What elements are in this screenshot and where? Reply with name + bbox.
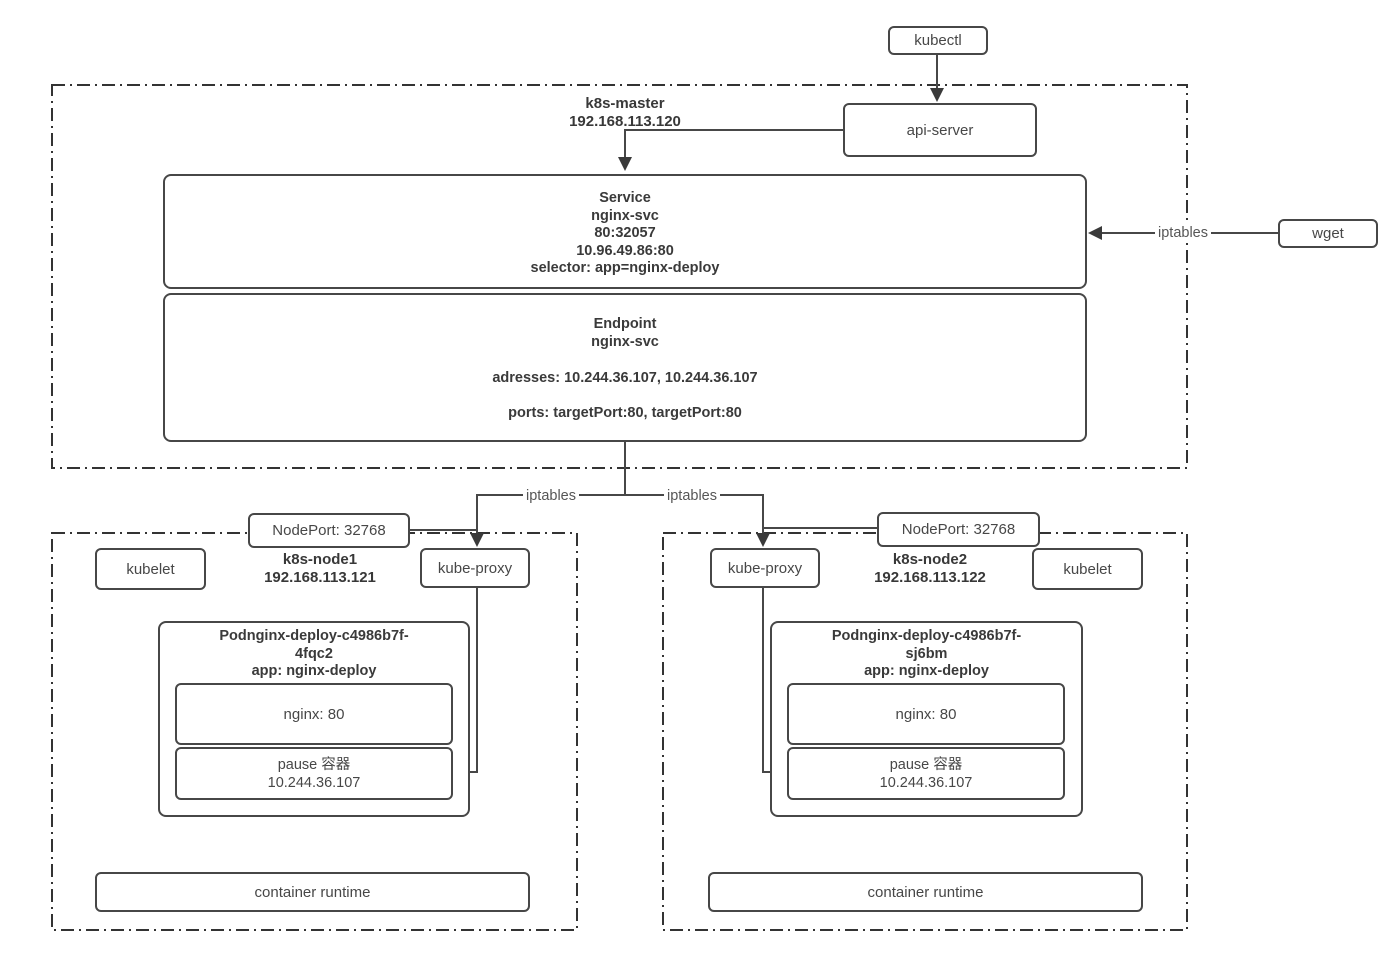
arrowhead-kubeproxy1 [470,533,484,547]
service-name: nginx-svc [591,207,659,224]
node2-pause-container-box: pause 容器 10.244.36.107 [787,747,1065,800]
node2-nginx-container-box: nginx: 80 [787,683,1065,745]
proxy2-to-pause-line [762,588,772,773]
node1-pod-title-line3: app: nginx-deploy [251,663,377,679]
wget-label: wget [1312,225,1344,242]
node2-title: k8s-node2 192.168.113.122 [850,551,1010,587]
node1-nodeport-label: NodePort: 32768 [272,522,386,539]
node2-pod-title-line1: Podnginx-deploy-c4986b7f- [831,628,1022,644]
node2-nodeport-box: NodePort: 32768 [877,512,1040,547]
node1-title: k8s-node1 192.168.113.121 [240,551,400,587]
arrowhead-kubectl [930,88,944,102]
node2-name: k8s-node2 [892,551,968,568]
iptables-right-label: iptables [664,488,720,504]
node1-nginx-label: nginx: 80 [283,705,345,723]
api-server-label: api-server [906,121,974,139]
arrowhead-service [618,157,632,171]
node2-ip: 192.168.113.122 [874,569,986,586]
endpoint-title: Endpoint [593,316,657,332]
master-title: k8s-master 192.168.113.120 [545,95,705,131]
service-port-mapping: 80:32057 [594,225,656,241]
node2-kube-proxy-label: kube-proxy [727,559,803,577]
node2-pod-title-line2: sj6bm [905,645,948,662]
arrow-apiserver-to-service [624,129,843,158]
service-box: Service nginx-svc 80:32057 10.96.49.86:8… [163,174,1087,289]
node1-name: k8s-node1 [282,551,358,568]
endpoint-box: Endpoint nginx-svc adresses: 10.244.36.1… [163,293,1087,442]
node2-container-runtime-box: container runtime [708,872,1143,912]
arrowhead-wget [1088,226,1102,240]
iptables-left-label: iptables [523,488,579,504]
node1-kube-proxy-label: kube-proxy [437,559,513,577]
node2-container-runtime-label: container runtime [867,883,984,901]
node1-container-runtime-label: container runtime [254,883,371,901]
node1-nodeport-box: NodePort: 32768 [248,513,410,548]
node1-ip: 192.168.113.121 [264,569,376,586]
node1-nginx-container-box: nginx: 80 [175,683,453,745]
node2-pause-ip: 10.244.36.107 [879,774,973,791]
arrowhead-kubeproxy2 [756,533,770,547]
service-title: Service [599,190,651,206]
node2-kubelet-label: kubelet [1063,560,1112,578]
service-cluster-ip: 10.96.49.86:80 [576,242,674,259]
iptables-wget-label: iptables [1155,225,1211,241]
node1-pause-container-box: pause 容器 10.244.36.107 [175,747,453,800]
proxy1-to-pause-line [470,588,478,773]
kubectl-box: kubectl [888,26,988,55]
master-name: k8s-master [585,95,665,112]
api-server-box: api-server [843,103,1037,157]
node2-kube-proxy-box: kube-proxy [710,548,820,588]
service-selector: selector: app=nginx-deploy [530,260,720,276]
node2-nginx-label: nginx: 80 [895,705,957,723]
endpoint-name: nginx-svc [591,333,659,350]
node1-pause-label: pause 容器 [277,756,351,773]
node1-kubelet-label: kubelet [126,560,175,578]
node2-pause-label: pause 容器 [889,756,963,773]
wget-box: wget [1278,219,1378,248]
endpoint-addresses: adresses: 10.244.36.107, 10.244.36.107 [492,370,758,386]
master-dashed-border [51,84,1188,469]
node1-container-runtime-box: container runtime [95,872,530,912]
node1-pod-title-line1: Podnginx-deploy-c4986b7f- [219,628,409,644]
node1-kube-proxy-box: kube-proxy [420,548,530,588]
node2-pod-title-line3: app: nginx-deploy [864,663,989,679]
node1-pause-ip: 10.244.36.107 [267,774,361,791]
node2-kubelet-box: kubelet [1032,548,1143,590]
node1-pod-title-line2: 4fqc2 [295,645,333,662]
endpoint-ports: ports: targetPort:80, targetPort:80 [508,404,742,421]
master-ip: 192.168.113.120 [569,113,681,130]
node2-nodeport-label: NodePort: 32768 [901,521,1016,538]
node1-kubelet-box: kubelet [95,548,206,590]
kubectl-label: kubectl [914,32,962,49]
